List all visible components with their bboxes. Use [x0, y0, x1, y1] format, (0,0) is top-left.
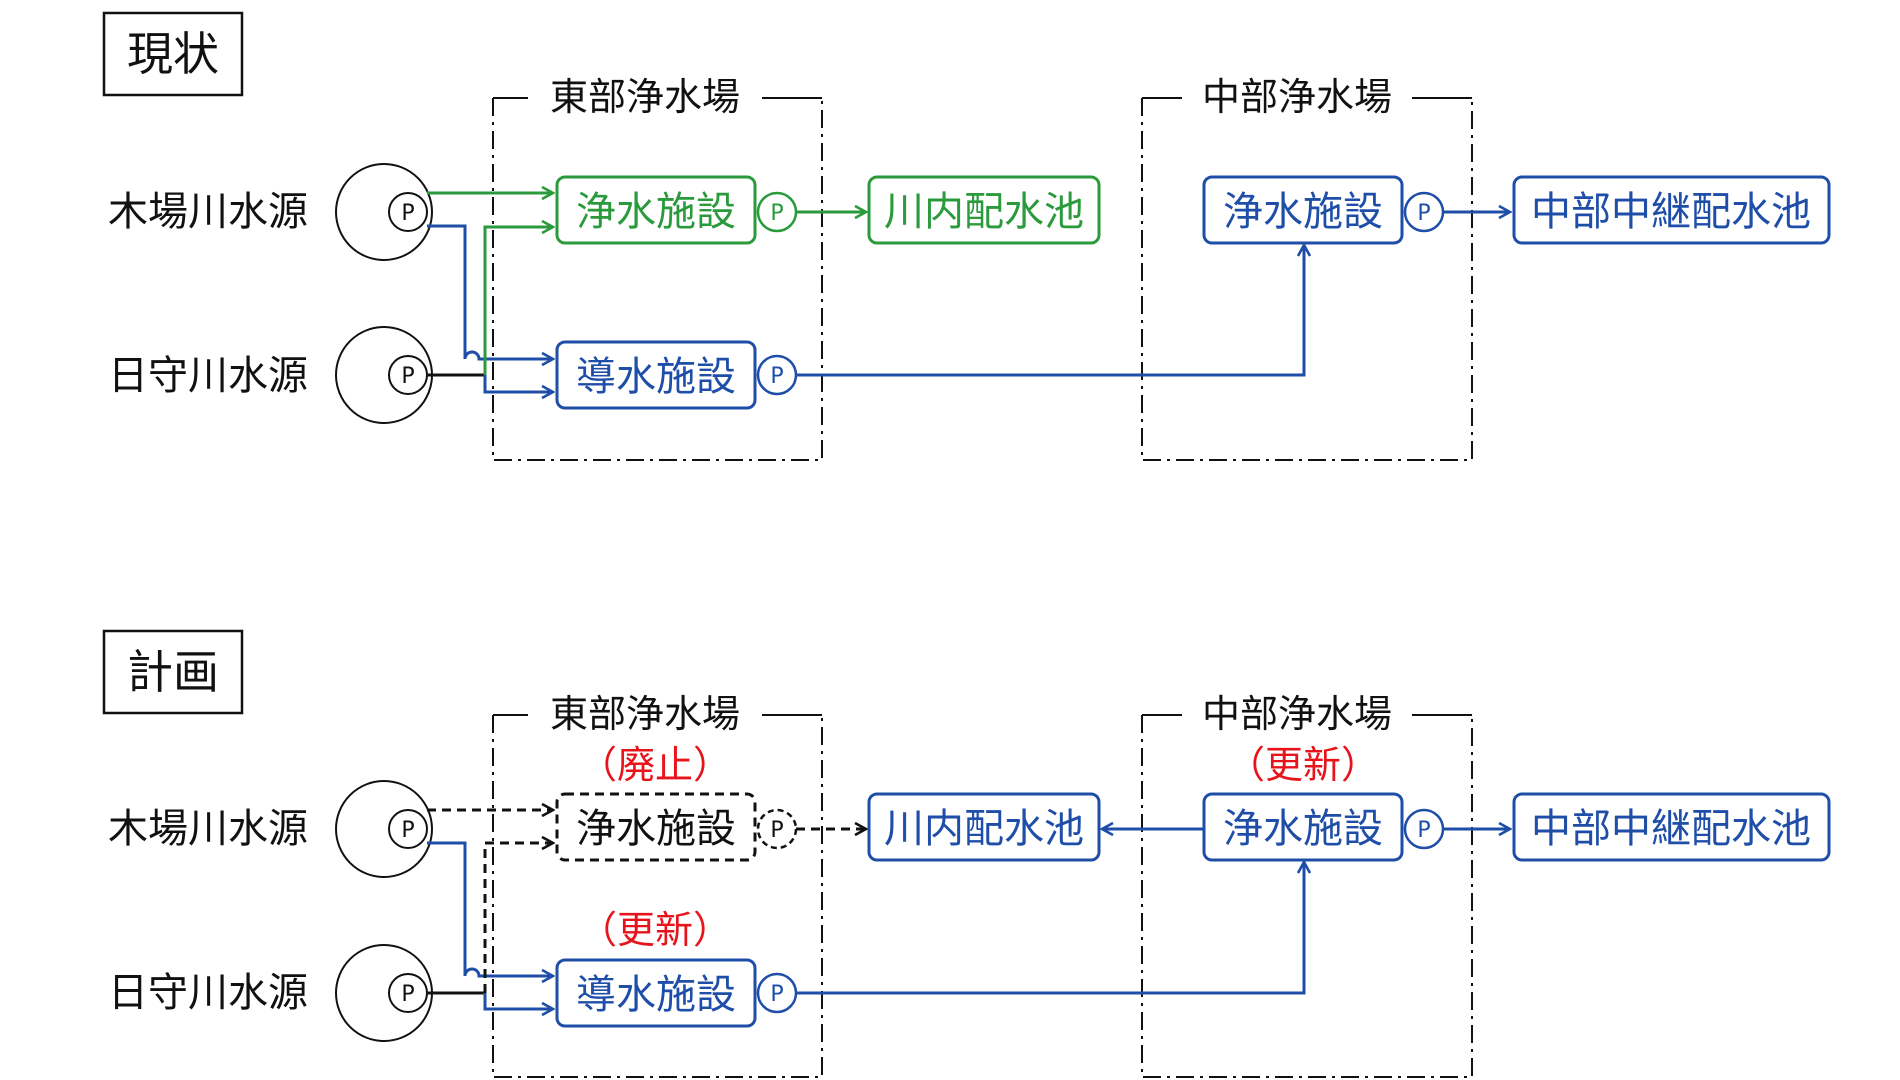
- plan-source-kiba-label: 木場川水源: [108, 806, 308, 852]
- source-himori-pump-label: P: [401, 364, 414, 389]
- east-purification-pump-label: P: [770, 201, 783, 226]
- plan-title: 計画: [127, 645, 219, 699]
- plan-east-plant-boundary: [492, 715, 823, 1078]
- central-purification-pump-label: P: [1417, 201, 1430, 226]
- east-plant-title: 東部浄水場: [550, 75, 740, 119]
- central-purification-label: 浄水施設: [1223, 189, 1383, 235]
- plan-source-kiba-pump-label: P: [401, 818, 414, 843]
- east-conveyance-pump-label: P: [770, 364, 783, 389]
- plan-central-purification-label: 浄水施設: [1223, 806, 1383, 852]
- source-kiba-well: [335, 163, 433, 261]
- plan-source-himori-label: 日守川水源: [108, 970, 308, 1016]
- current-section: 現状 東部浄水場 中部浄水場 木場川水源 P 日守川水源 P 浄水施設: [102, 11, 1831, 461]
- plan-source-himori-pump-label: P: [401, 982, 414, 1007]
- plan-central-purification-box: [1202, 792, 1404, 862]
- flow-himori-to-conveyance: [483, 375, 553, 392]
- central-plant-boundary: [1141, 98, 1473, 461]
- plan-east-purification-box: [555, 792, 757, 862]
- plan-east-conveyance-label: 導水施設: [576, 972, 736, 1018]
- source-kiba-label: 木場川水源: [108, 189, 308, 235]
- plan-kawauchi-reservoir-box: [867, 792, 1101, 862]
- flow-kiba-to-conveyance: [427, 224, 553, 359]
- east-purification-box: [555, 175, 757, 245]
- plan-central-purification-pump-label: P: [1417, 818, 1430, 843]
- central-plant-title: 中部浄水場: [1202, 75, 1392, 119]
- plan-kawauchi-reservoir-label: 川内配水池: [884, 806, 1084, 852]
- plan-source-kiba-pump-icon: [388, 809, 428, 849]
- plan-east-purification-pump-label: P: [770, 818, 783, 843]
- plan-central-purification-note: （更新）: [1227, 743, 1379, 787]
- source-kiba-pump-icon: [388, 192, 428, 232]
- east-conveyance-label: 導水施設: [576, 354, 736, 400]
- plan-title-box: [102, 629, 244, 715]
- source-himori-label: 日守川水源: [108, 353, 308, 399]
- plan-east-conveyance-note: （更新）: [579, 908, 731, 952]
- plan-east-conveyance-pump-label: P: [770, 982, 783, 1007]
- plan-central-relay-reservoir-box: [1512, 792, 1831, 862]
- central-relay-reservoir-label: 中部中継配水池: [1531, 189, 1811, 235]
- plan-flow-kiba-to-conveyance: [427, 841, 553, 976]
- east-purification-label: 浄水施設: [576, 189, 736, 235]
- flow-himori-to-purification: [483, 227, 553, 375]
- east-conveyance-box: [555, 340, 757, 410]
- plan-source-kiba-well: [335, 780, 433, 878]
- plan-central-plant-title: 中部浄水場: [1202, 692, 1392, 736]
- plan-flow-himori-to-conveyance: [483, 993, 553, 1009]
- plan-east-purification-label: 浄水施設: [576, 806, 736, 852]
- kawauchi-reservoir-label: 川内配水池: [884, 189, 1084, 235]
- plan-east-conveyance-box: [555, 958, 757, 1028]
- plan-east-plant-title: 東部浄水場: [550, 692, 740, 736]
- central-relay-reservoir-box: [1512, 175, 1831, 245]
- plan-flow-himori-to-purification: [483, 843, 553, 993]
- source-kiba-pump-label: P: [401, 201, 414, 226]
- plan-flow-conveyance-to-central: [796, 862, 1304, 995]
- central-purification-box: [1202, 175, 1404, 245]
- current-title-box: [102, 11, 244, 97]
- plan-central-relay-reservoir-label: 中部中継配水池: [1531, 806, 1811, 852]
- kawauchi-reservoir-box: [867, 175, 1101, 245]
- east-plant-boundary: [492, 98, 823, 461]
- plan-east-purification-note: （廃止）: [579, 743, 731, 787]
- plan-central-plant-boundary: [1141, 715, 1473, 1078]
- current-title: 現状: [127, 27, 219, 81]
- plan-section: 計画 東部浄水場 （廃止） 中部浄水場 （更新） 木場川水源 P 日守川水源 P: [102, 629, 1831, 1078]
- flow-conveyance-to-central: [796, 245, 1304, 377]
